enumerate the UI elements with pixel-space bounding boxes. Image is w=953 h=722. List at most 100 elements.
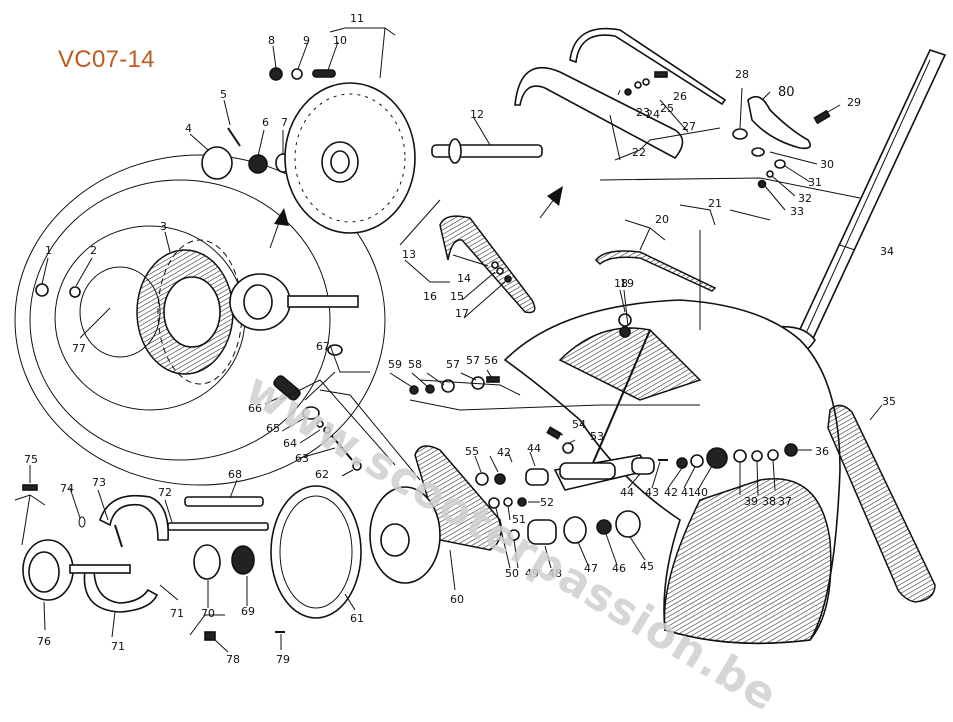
arrow-icon [539,186,563,219]
callout-label-33: 33 [790,205,804,218]
hub-flange [229,273,359,331]
parts-diagram: VC07-14 [14,12,947,722]
castellated-nut-shape [248,154,268,174]
washer-14-shape [491,261,499,269]
washer-67-shape [327,344,343,356]
nut-1-shape [35,283,49,297]
callout-label-41: 41 [681,486,695,499]
callout-label-61: 61 [350,612,364,625]
spindle-tube [559,462,616,480]
bolt-75-shape [22,484,38,491]
washer-31-shape [774,159,786,169]
callout-label-47: 47 [584,562,598,575]
callout-label-60: 60 [450,593,464,606]
callout-label-17: 17 [455,307,469,320]
dust-cover-61-inner [279,495,353,609]
callout-label-68: 68 [228,468,242,481]
split-pin-shape [227,127,241,147]
bearing-cap-45-shape [615,510,641,538]
seal-47-shape [563,516,587,544]
nut-46-shape [596,519,612,535]
callout-label-65: 65 [266,422,280,435]
callout-label-55: 55 [465,445,479,458]
washer-30-shape [751,147,765,157]
callout-label-46: 46 [612,562,626,575]
callout-label-32: 32 [798,192,812,205]
callout-label-34: 34 [880,245,894,258]
stud-10-shape [312,69,336,78]
callout-label-2: 2 [90,244,97,257]
callout-label-64: 64 [283,437,297,450]
arrow-icon [269,208,289,249]
callout-label-14: 14 [457,272,471,285]
callout-label-37: 37 [778,495,792,508]
callout-label-10: 10 [333,34,347,47]
washer-51-shape [503,497,513,507]
callout-label-79: 79 [276,653,290,666]
callout-label-78: 78 [226,653,240,666]
callout-label-29: 29 [847,96,861,109]
nut-62-shape [352,461,362,471]
callout-label-76: 76 [37,635,51,648]
callout-label-7: 7 [281,116,288,129]
brake-shoe-71b [83,569,159,613]
callout-label-27: 27 [682,120,696,133]
callout-label-67: 67 [316,340,330,353]
bearing-69-shape [231,545,255,575]
callout-label-11: 11 [350,12,364,25]
fork-leg [589,329,651,471]
hub-60-bore [380,523,410,557]
callout-label-24: 24 [646,108,660,121]
callout-label-50: 50 [505,567,519,580]
callout-label-25: 25 [660,102,674,115]
washer-28-shape [732,128,748,140]
callout-label-40: 40 [694,486,708,499]
washer-32-shape [766,170,774,178]
bolt-29-shape [813,109,831,125]
bracket-80-shape [747,95,811,150]
callout-label-43: 43 [645,486,659,499]
callout-label-18: 18 [614,277,628,290]
speedo-drive-66-shape [273,375,301,401]
leader-lines [14,27,883,653]
wheel-rim-half [136,239,243,385]
wheel-spindle [431,138,543,164]
callout-label-20: 20 [655,213,669,226]
callout-label-8: 8 [268,34,275,47]
callout-label-70: 70 [201,607,215,620]
callout-label-52: 52 [540,496,554,509]
washer-18-shape [618,313,632,327]
callout-label-57-dup: 57 [446,358,460,371]
callout-label-62: 62 [315,468,329,481]
brake-drum [284,82,416,234]
callout-label-35: 35 [882,395,896,408]
nut-19-shape [619,326,631,338]
brake-plate-76-center [28,551,60,593]
seal-65-shape [302,406,320,420]
callout-label-23: 23 [636,106,650,119]
callout-label-13: 13 [402,248,416,261]
callout-label-19: 19 [620,277,634,290]
callout-label-5: 5 [220,88,227,101]
callout-label-39: 39 [744,495,758,508]
callout-label-49: 49 [525,567,539,580]
washer-57b-shape [441,379,455,393]
steering-column [743,49,947,362]
mudguard-inner [558,327,702,401]
callout-label-28: 28 [735,68,749,81]
grease-nipple-54-shape [546,426,562,440]
callout-label-63: 63 [295,452,309,465]
bush-44-shape [631,457,655,475]
callout-label-59: 59 [388,358,402,371]
callout-label-57: 57 [466,354,480,367]
callout-label-66: 66 [248,402,262,415]
callout-label-42: 42 [664,486,678,499]
washer-64b-shape [323,426,331,434]
hub-cap-shape [201,146,233,180]
washer-2-shape [69,286,81,298]
callout-label-36: 36 [815,445,829,458]
callout-label-71-dup: 71 [111,640,125,653]
washer-15-shape [496,267,504,275]
horn-cast-16 [439,215,536,314]
